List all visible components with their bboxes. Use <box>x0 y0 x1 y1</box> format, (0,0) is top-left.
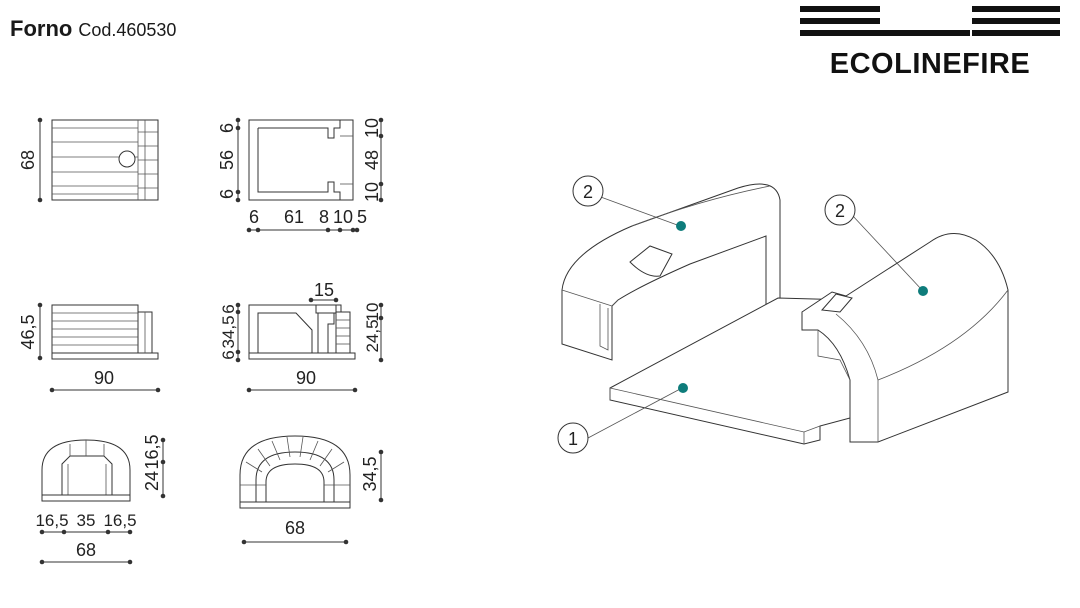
isometric-view: 2 2 1 <box>557 175 1009 454</box>
view-bottom-right: 34,5 68 <box>239 435 384 545</box>
callout-label-2: 2 <box>835 201 845 221</box>
left-arch-piece <box>561 183 781 361</box>
dim-tr-right-1: 10 <box>362 118 382 138</box>
right-arch-piece <box>801 233 1009 443</box>
dim-tr-bottom-2: 61 <box>284 207 304 227</box>
callout-circle <box>557 422 589 454</box>
dim-bl-bottom-3: 16,5 <box>103 511 136 530</box>
view-top-left: 68 <box>18 117 159 203</box>
callout-dot <box>678 383 688 393</box>
logo-stripes-icon <box>800 6 1060 36</box>
view-bottom-left: 16,5 24 16,5 35 16,5 68 <box>35 434 166 565</box>
callout-dot <box>676 221 686 231</box>
dim-br-height: 34,5 <box>360 456 380 491</box>
view-mid-left: 46,5 90 <box>18 302 161 393</box>
dim-tr-left-3: 6 <box>217 189 237 199</box>
dim-bl-right-2: 24 <box>142 471 162 491</box>
dim-tr-bottom-4: 10 <box>333 207 353 227</box>
logo-text: ECOLINEFIRE <box>829 48 1031 80</box>
brand-logo: ECOLINEFIRE <box>800 0 1060 80</box>
dim-tr-bottom-3: 8 <box>319 207 329 227</box>
dim-bl-right-1: 16,5 <box>142 434 162 469</box>
view-mid-right: 15 6 34,5 6 24,5 10 90 <box>219 280 384 393</box>
callout-dot <box>918 286 928 296</box>
dim-top-left-height: 68 <box>18 150 38 170</box>
dim-mr-right-2: 10 <box>363 303 382 322</box>
dim-mr-right-1: 24,5 <box>363 319 382 352</box>
dim-mid-left-height: 46,5 <box>18 314 38 349</box>
callout-circle <box>824 194 856 226</box>
dim-bl-width: 68 <box>76 540 96 560</box>
dim-bl-bottom-1: 16,5 <box>35 511 68 530</box>
view-top-right: 6 56 6 10 48 10 6 61 8 10 5 <box>217 117 384 233</box>
dim-tr-left-2: 56 <box>217 150 237 170</box>
dim-mid-left-width: 90 <box>94 368 114 388</box>
dim-mr-left-2: 34,5 <box>219 315 238 348</box>
callout-circle <box>572 175 604 207</box>
dim-mr-left-3: 6 <box>219 350 238 359</box>
callout-label-1: 2 <box>583 182 593 202</box>
dim-tr-left-1: 6 <box>217 123 237 133</box>
dim-tr-right-3: 10 <box>362 182 382 202</box>
product-name: Forno <box>10 16 73 41</box>
dim-bl-bottom-2: 35 <box>77 511 96 530</box>
dim-tr-right-2: 48 <box>362 150 382 170</box>
product-code: Cod.460530 <box>78 20 177 40</box>
dim-br-width: 68 <box>285 518 305 538</box>
dim-mr-left-1: 6 <box>219 304 238 313</box>
dim-tr-bottom-5: 5 <box>357 207 367 227</box>
dim-mr-top: 15 <box>314 280 334 300</box>
dim-tr-bottom-1: 6 <box>249 207 259 227</box>
dim-mr-width: 90 <box>296 368 316 388</box>
callout-label-3: 1 <box>568 429 578 449</box>
